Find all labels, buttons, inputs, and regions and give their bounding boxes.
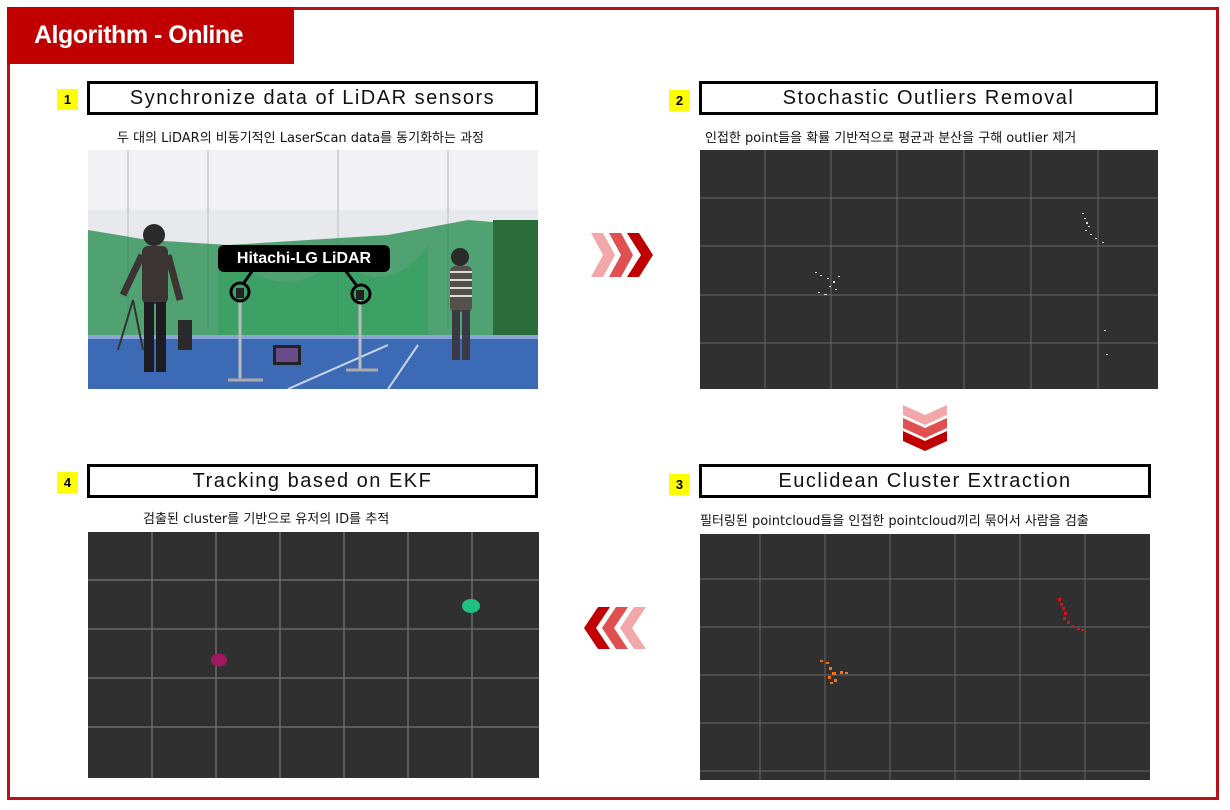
page-title: Algorithm - Online bbox=[34, 21, 244, 49]
step-1-badge: 1 bbox=[57, 89, 78, 110]
step-3-description: 필터링된 pointcloud들을 인접한 pointcloud끼리 묶어서 사… bbox=[700, 514, 1089, 529]
step-2-description: 인접한 point들을 확률 기반적으로 평균과 분산을 구해 outlier … bbox=[705, 131, 1077, 146]
chevron-down-arrows-icon bbox=[903, 405, 947, 451]
step-4-badge: 4 bbox=[57, 472, 78, 493]
tracked-user-green bbox=[462, 599, 480, 613]
step-1-title: Synchronize data of LiDAR sensors bbox=[87, 81, 538, 115]
step-2-title: Stochastic Outliers Removal bbox=[699, 81, 1158, 115]
cluster-extraction-panel bbox=[700, 534, 1150, 780]
step-3-badge: 3 bbox=[669, 474, 690, 495]
tracked-user-magenta bbox=[211, 653, 227, 667]
step-1-description: 두 대의 LiDAR의 비동기적인 LaserScan data를 동기화하는 … bbox=[117, 131, 485, 146]
step-3-title: Euclidean Cluster Extraction bbox=[699, 464, 1151, 498]
outlier-removal-panel bbox=[700, 150, 1158, 389]
ekf-tracking-panel bbox=[88, 532, 539, 778]
step-2-badge: 2 bbox=[669, 90, 690, 111]
lidar-pointers bbox=[229, 269, 372, 305]
step-4-title: Tracking based on EKF bbox=[87, 464, 538, 498]
lidar-label: Hitachi-LG LiDAR bbox=[218, 245, 390, 272]
chevron-right-arrows-icon bbox=[591, 233, 653, 277]
header-tab: Algorithm - Online bbox=[7, 7, 294, 64]
step-4-description: 검출된 cluster를 기반으로 유저의 ID를 추적 bbox=[143, 512, 390, 527]
slide-frame bbox=[7, 7, 1219, 800]
lidar-setup-photo bbox=[88, 150, 538, 389]
chevron-left-arrows-icon bbox=[584, 607, 646, 649]
